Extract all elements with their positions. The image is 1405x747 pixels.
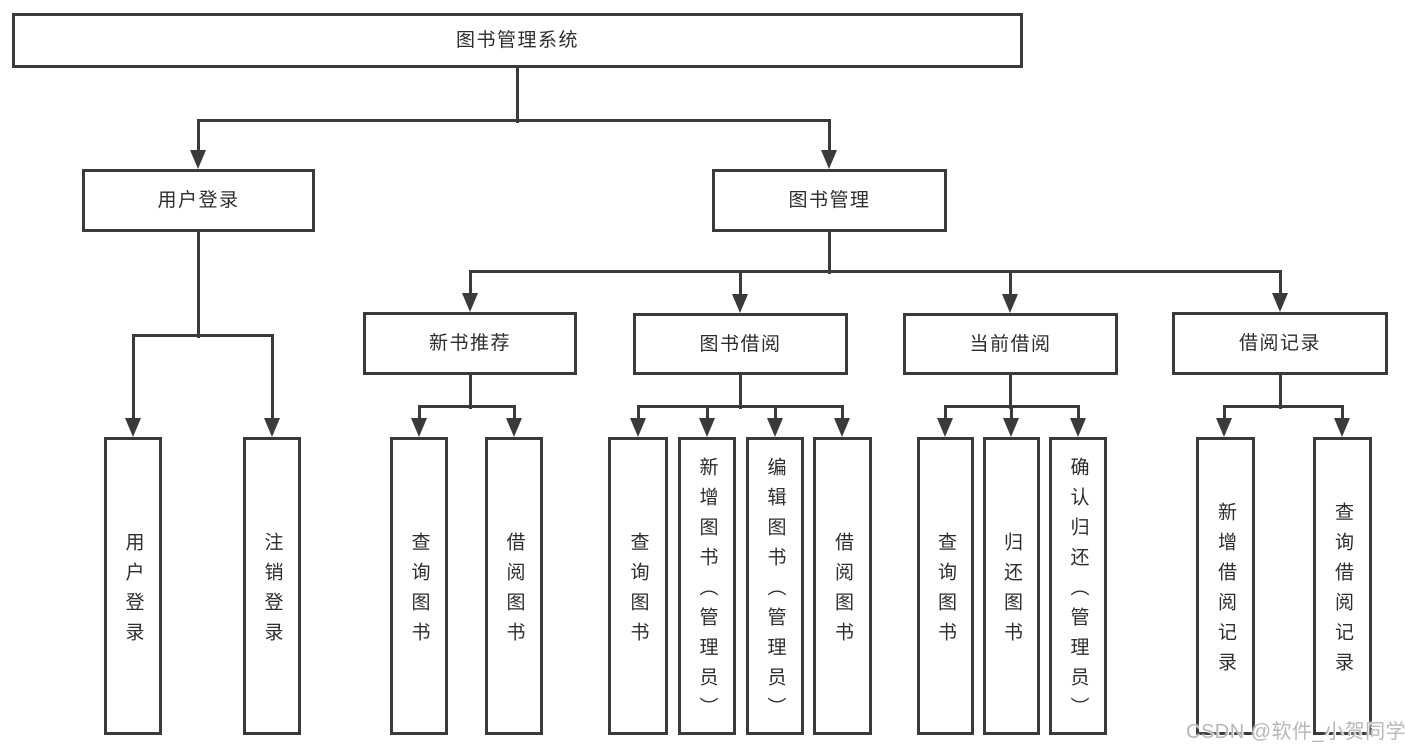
arrowhead-icon xyxy=(506,418,522,437)
connector-line xyxy=(738,269,742,297)
node-label-book-mgmt: 图书管理 xyxy=(788,190,871,211)
node-label-leaf-borrow-book-1: 借阅图书 xyxy=(503,531,525,652)
node-book-mgmt: 图书管理 xyxy=(712,169,947,232)
node-leaf-return-book: 归还图书 xyxy=(983,437,1040,735)
node-label-leaf-edit-book: 编辑图书（管理员） xyxy=(764,456,786,727)
arrowhead-icon xyxy=(1216,418,1232,437)
connector-line xyxy=(943,404,1080,408)
node-leaf-edit-book: 编辑图书（管理员） xyxy=(746,437,804,735)
node-label-leaf-add-record: 新增借阅记录 xyxy=(1215,501,1236,682)
node-label-leaf-user-login: 用户登录 xyxy=(122,531,144,652)
node-label-leaf-return-book: 归还图书 xyxy=(1001,531,1022,652)
node-book-borrow: 图书借阅 xyxy=(633,313,848,375)
connector-line xyxy=(738,373,742,409)
node-user-login: 用户登录 xyxy=(82,169,315,232)
node-label-leaf-query-book-2: 查询图书 xyxy=(627,531,649,652)
connector-line xyxy=(1222,404,1226,422)
arrowhead-icon xyxy=(1272,293,1288,312)
node-label-leaf-query-book-1: 查询图书 xyxy=(408,531,430,652)
connector-line xyxy=(196,118,831,122)
arrowhead-icon xyxy=(125,418,141,437)
connector-line xyxy=(468,373,472,409)
connector-line xyxy=(840,404,844,422)
node-label-leaf-logout: 注销登录 xyxy=(261,531,283,652)
arrowhead-icon xyxy=(190,150,206,169)
connector-line xyxy=(827,230,831,274)
node-label-leaf-confirm-return: 确认归还（管理员） xyxy=(1067,456,1089,727)
node-leaf-query-book-2: 查询图书 xyxy=(608,437,668,735)
connector-line xyxy=(468,269,1282,273)
node-root: 图书管理系统 xyxy=(12,13,1023,68)
node-label-current-borrow: 当前借阅 xyxy=(969,333,1052,355)
connector-line xyxy=(196,230,200,338)
node-leaf-logout: 注销登录 xyxy=(243,437,301,735)
arrowhead-icon xyxy=(630,418,646,437)
arrowhead-icon xyxy=(411,418,427,437)
arrowhead-icon xyxy=(732,294,748,313)
connector-line xyxy=(943,404,947,422)
node-label-book-borrow: 图书借阅 xyxy=(699,333,782,355)
connector-line xyxy=(705,404,709,422)
node-label-leaf-query-record: 查询借阅记录 xyxy=(1332,501,1353,682)
arrowhead-icon xyxy=(937,418,953,437)
connector-line xyxy=(1340,404,1344,422)
arrowhead-icon xyxy=(1334,418,1350,437)
connector-line xyxy=(417,404,421,422)
connector-line xyxy=(270,333,274,422)
arrowhead-icon xyxy=(834,418,850,437)
node-label-leaf-borrow-book-2: 借阅图书 xyxy=(832,531,853,652)
node-leaf-borrow-book-2: 借阅图书 xyxy=(813,437,872,735)
connector-line xyxy=(1076,404,1080,422)
node-new-book-rec: 新书推荐 xyxy=(363,312,577,375)
arrowhead-icon xyxy=(1070,418,1086,437)
connector-line xyxy=(515,66,519,123)
connector-line xyxy=(196,118,200,154)
node-leaf-user-login: 用户登录 xyxy=(104,437,162,735)
node-label-leaf-add-book: 新增图书（管理员） xyxy=(696,456,718,727)
connector-line xyxy=(1008,269,1012,297)
node-label-new-book-rec: 新书推荐 xyxy=(428,333,511,354)
node-leaf-query-book-1: 查询图书 xyxy=(390,437,448,735)
node-label-root: 图书管理系统 xyxy=(455,30,579,51)
connector-line xyxy=(1278,269,1282,297)
connector-line xyxy=(636,404,640,422)
arrowhead-icon xyxy=(767,418,783,437)
node-current-borrow: 当前借阅 xyxy=(903,313,1118,375)
node-leaf-add-record: 新增借阅记录 xyxy=(1196,437,1255,735)
csdn-watermark: CSDN @软件_小贺同学 xyxy=(1186,721,1405,743)
node-leaf-query-record: 查询借阅记录 xyxy=(1313,437,1372,735)
node-label-leaf-query-book-3: 查询图书 xyxy=(935,531,956,652)
connector-line xyxy=(1222,404,1344,408)
connector-line xyxy=(773,404,777,422)
arrowhead-icon xyxy=(1002,294,1018,313)
arrowhead-icon xyxy=(699,418,715,437)
node-leaf-add-book: 新增图书（管理员） xyxy=(678,437,736,735)
connector-line xyxy=(417,404,516,408)
node-label-user-login: 用户登录 xyxy=(157,190,240,211)
connector-line xyxy=(1009,404,1013,422)
arrowhead-icon xyxy=(1003,418,1019,437)
arrowhead-icon xyxy=(821,150,837,169)
connector-line xyxy=(1008,373,1012,409)
node-borrow-records: 借阅记录 xyxy=(1172,312,1388,375)
connector-line xyxy=(827,118,831,154)
node-leaf-borrow-book-1: 借阅图书 xyxy=(485,437,543,735)
arrowhead-icon xyxy=(264,418,280,437)
connector-line xyxy=(468,269,472,297)
arrowhead-icon xyxy=(462,293,478,312)
connector-line xyxy=(636,404,844,408)
connector-line xyxy=(512,404,516,422)
connector-line xyxy=(131,333,135,422)
node-label-borrow-records: 借阅记录 xyxy=(1238,333,1321,354)
node-leaf-query-book-3: 查询图书 xyxy=(917,437,974,735)
connector-line xyxy=(1278,373,1282,409)
node-leaf-confirm-return: 确认归还（管理员） xyxy=(1049,437,1107,735)
connector-line xyxy=(131,333,274,337)
